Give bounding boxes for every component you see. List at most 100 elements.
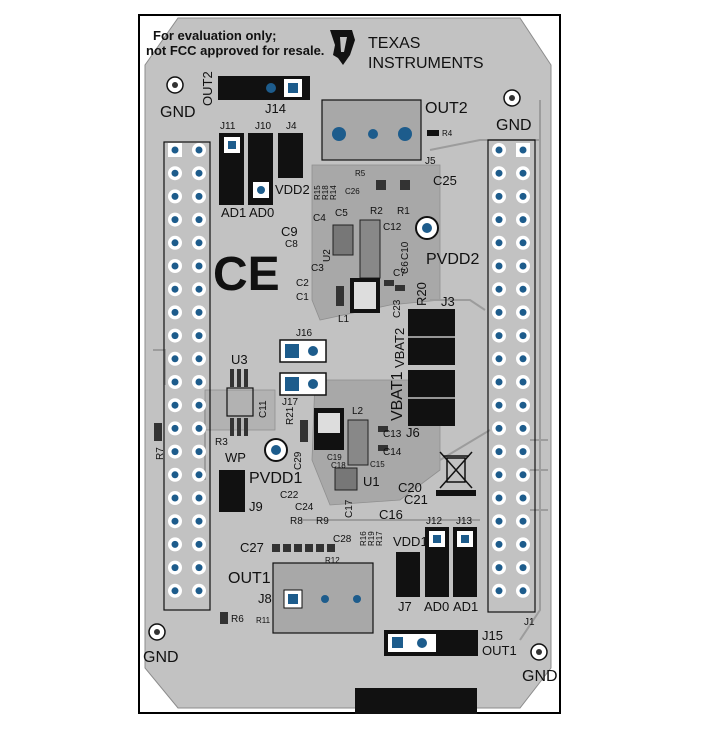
j1-pin-via <box>519 540 527 548</box>
refdes-j6: J6 <box>406 425 420 440</box>
left-header-pin-via <box>195 448 203 456</box>
refdes-c23: C23 <box>392 299 403 318</box>
j9-header <box>219 470 245 512</box>
refdes-r6: R6 <box>231 614 244 625</box>
refdes-r3: R3 <box>215 437 228 448</box>
j1-pin-via <box>519 332 527 340</box>
refdes-u2: U2 <box>322 249 333 262</box>
left-header-pin-via <box>195 378 203 386</box>
refdes-r20: R20 <box>414 282 429 306</box>
j1-pin-via <box>495 564 503 572</box>
refdes-r12: R12 <box>325 556 340 565</box>
left-header-pin-via <box>195 517 203 525</box>
left-header-pin-via <box>171 169 179 177</box>
refdes-c28: C28 <box>333 534 352 545</box>
refdes-c17: C17 <box>344 499 355 518</box>
refdes-c9: C9 <box>281 224 298 239</box>
left-header-pin-via <box>171 587 179 595</box>
j1-pin-via <box>519 285 527 293</box>
j8-out1-block <box>272 562 374 634</box>
left-header-pin-via <box>195 401 203 409</box>
refdes-r17: R17 <box>375 531 384 546</box>
refdes-r11: R11 <box>256 616 271 625</box>
refdes-r16: R16 <box>359 531 368 546</box>
j1-pin-via <box>519 564 527 572</box>
refdes-j5: J5 <box>425 156 436 167</box>
refdes-u1: U1 <box>363 474 380 489</box>
j5-out2-block <box>321 99 422 161</box>
vbat2-label: VBAT2 <box>392 328 407 368</box>
ti-logo-line2: INSTRUMENTS <box>368 55 484 72</box>
refdes-c24: C24 <box>295 502 314 513</box>
refdes-j15: J15 <box>482 628 503 643</box>
refdes-r8: R8 <box>290 516 303 527</box>
refdes-c3: C3 <box>311 263 324 274</box>
refdes-l2: L2 <box>352 406 364 417</box>
pvdd1-label: PVDD1 <box>249 470 302 487</box>
gnd-label-tl: GND <box>160 104 196 121</box>
refdes-c1: C1 <box>296 292 309 303</box>
refdes-j7: J7 <box>398 599 412 614</box>
left-header-pin-via <box>171 378 179 386</box>
refdes-j17: J17 <box>282 397 299 408</box>
j1-pin-via <box>495 517 503 525</box>
left-header-pin-via <box>195 192 203 200</box>
refdes-c10: C10 <box>400 241 411 260</box>
j1-pin-via <box>495 424 503 432</box>
refdes-c20: C20 <box>398 480 422 495</box>
refdes-r18: R18 <box>321 185 330 200</box>
refdes-r14: R14 <box>329 185 338 200</box>
gnd-label-tr: GND <box>496 117 532 134</box>
left-header-pin-via <box>171 448 179 456</box>
right-header-pins <box>492 143 530 598</box>
refdes-r2: R2 <box>370 206 383 217</box>
left-header-pin-via <box>195 424 203 432</box>
refdes-c7: C7 <box>393 268 406 279</box>
eval-notice-line1: For evaluation only; <box>153 28 277 43</box>
left-header-pin-via <box>195 146 203 154</box>
refdes-r19: R19 <box>367 531 376 546</box>
j1-pin-via <box>495 448 503 456</box>
left-header-pin-via <box>195 285 203 293</box>
left-header-pin-via <box>195 355 203 363</box>
ce-mark: CE <box>213 248 280 301</box>
pcb-outline <box>144 17 552 709</box>
j1-pin-via <box>495 285 503 293</box>
refdes-c27: C27 <box>240 540 264 555</box>
refdes-r4: R4 <box>442 129 453 138</box>
j1-pin-via <box>495 216 503 224</box>
j1-pin-via <box>519 308 527 316</box>
refdes-c11: C11 <box>258 400 269 418</box>
j1-pin-via <box>519 192 527 200</box>
refdes-j14: J14 <box>265 101 286 116</box>
refdes-r21: R21 <box>285 406 296 425</box>
label-vdd2: VDD2 <box>275 182 310 197</box>
refdes-c6: C6 <box>400 261 411 274</box>
refdes-c15: C15 <box>370 460 385 469</box>
left-header-pin-via <box>195 540 203 548</box>
label-vdd1: VDD1 <box>393 534 428 549</box>
left-header-pin-via <box>171 517 179 525</box>
left-header-pin-via <box>171 192 179 200</box>
refdes-c25: C25 <box>433 173 457 188</box>
refdes-j3: J3 <box>441 294 455 309</box>
out2-label: OUT2 <box>425 100 468 117</box>
u1-area <box>300 408 388 491</box>
refdes-c4: C4 <box>313 213 326 224</box>
refdes-j9: J9 <box>249 499 263 514</box>
weee-bin-icon <box>439 451 473 489</box>
j1-pin-via <box>495 308 503 316</box>
left-header-pin-via <box>195 169 203 177</box>
refdes-c29: C29 <box>293 451 304 470</box>
gnd-label-br: GND <box>522 668 558 685</box>
j7-header <box>396 552 420 597</box>
left-header-pin-via <box>171 355 179 363</box>
left-header-pin-via <box>195 494 203 502</box>
left-header-pin-via <box>171 471 179 479</box>
refdes-c2: C2 <box>296 278 309 289</box>
pvdd2-label: PVDD2 <box>426 251 479 268</box>
left-header-pin-via <box>171 401 179 409</box>
j1-pin-via <box>495 239 503 247</box>
gnd-label-bl: GND <box>143 649 179 666</box>
